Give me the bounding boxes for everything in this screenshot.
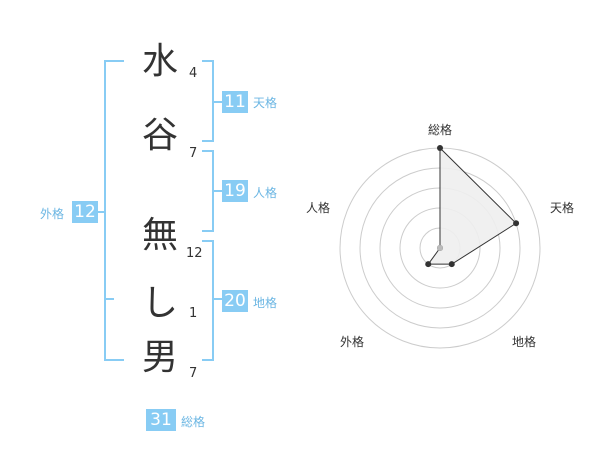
stroke-count-1: 4 [189, 66, 198, 81]
jinkaku-label: 人格 [253, 186, 278, 200]
stroke-count-5: 7 [189, 366, 198, 381]
tenkaku-connector [212, 101, 222, 103]
radar-center-dot [437, 245, 443, 251]
radar-point-3 [425, 261, 432, 268]
chikaku-bracket [202, 240, 214, 361]
gaikaku-bracket [104, 60, 124, 361]
gaikaku-label: 外格 [40, 207, 65, 221]
radar-axis-label-chikaku: 地格 [512, 334, 536, 349]
radar-axis-label-soukaku: 総格 [428, 122, 452, 137]
jinkaku-value-badge: 19 [222, 180, 248, 202]
name-char-4: し [141, 283, 178, 324]
radar-axis-label-gaikaku: 外格 [340, 334, 364, 349]
gaikaku-value-badge: 12 [72, 201, 98, 223]
name-char-5: 男 [141, 337, 178, 378]
stroke-count-4: 1 [189, 306, 198, 321]
radar-axis-label-jinkaku: 人格 [306, 200, 330, 215]
chikaku-value-badge: 20 [222, 290, 248, 312]
name-char-2: 谷 [141, 115, 178, 156]
radar-axis-label-tenkaku: 天格 [550, 200, 574, 215]
soukaku-value-badge: 31 [146, 409, 176, 431]
chikaku-label: 地格 [253, 296, 278, 310]
soukaku-label: 総格 [181, 415, 206, 429]
radar-point-0 [437, 145, 443, 151]
radar-value-polygon [427, 146, 517, 265]
radar-point-1 [513, 220, 520, 227]
radar-point-2 [448, 261, 455, 268]
jinkaku-connector [212, 190, 222, 192]
stroke-count-2: 7 [189, 146, 198, 161]
name-char-1: 水 [141, 41, 178, 82]
radar-chart: 総格 天格 地格 外格 人格 [306, 122, 574, 349]
stroke-count-3: 12 [186, 246, 203, 261]
tenkaku-value-badge: 11 [222, 91, 248, 113]
gaikaku-connector [96, 211, 106, 213]
tenkaku-label: 天格 [253, 96, 278, 110]
chikaku-connector [212, 298, 222, 300]
gaikaku-bracket-mid-tick [104, 298, 114, 300]
name-char-3: 無 [141, 215, 178, 256]
